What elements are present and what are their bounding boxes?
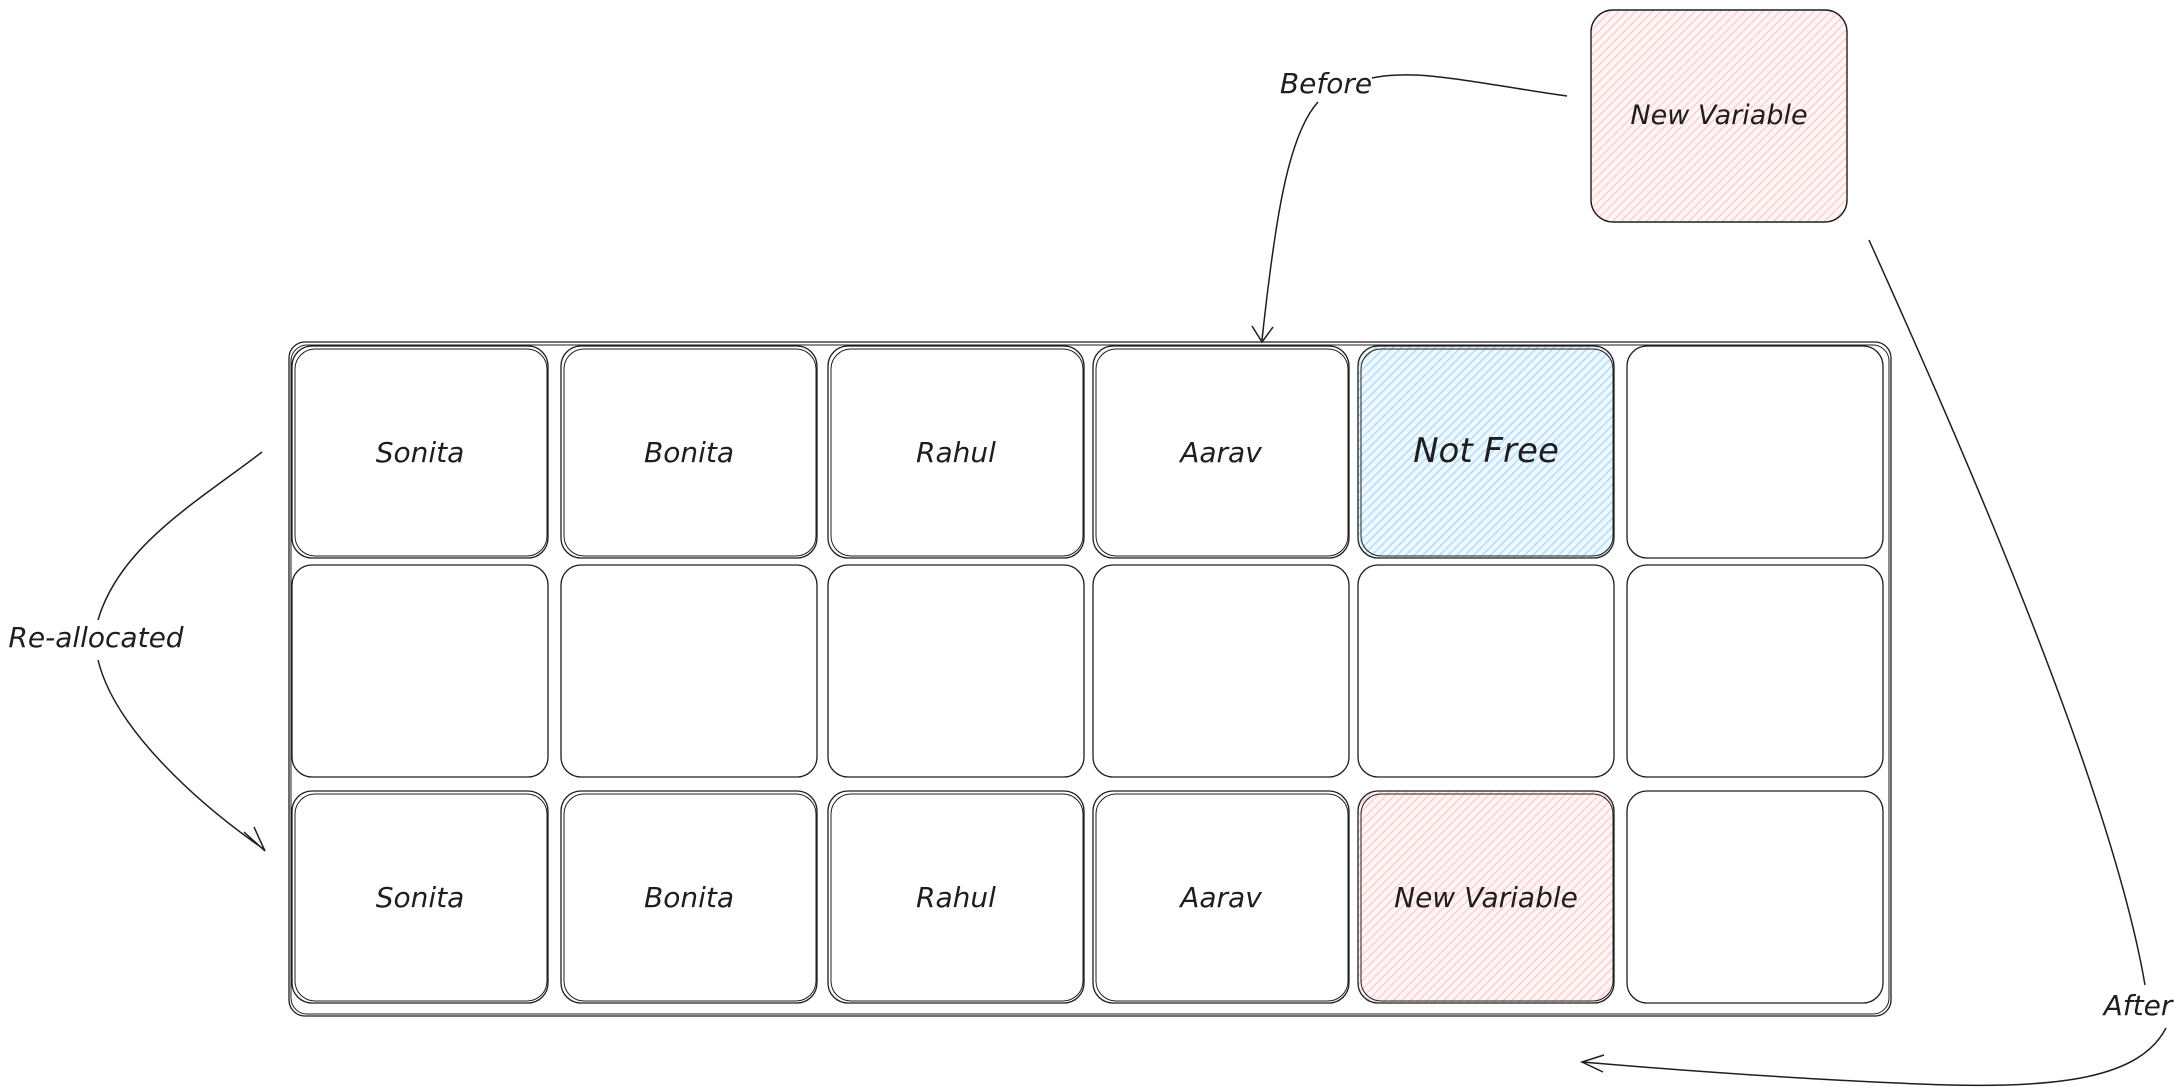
memory-cell-label: Bonita	[644, 436, 734, 469]
memory-cell-label: New Variable	[1394, 881, 1578, 914]
memory-cell: Aarav	[1092, 345, 1350, 559]
memory-cell	[1626, 345, 1884, 559]
before-arrow	[1261, 101, 1319, 341]
after-arrow	[1868, 239, 2146, 986]
memory-cell-label: Aarav	[1178, 436, 1262, 469]
memory-cell: Sonita	[291, 790, 549, 1004]
reallocated-annotation: Re-allocated	[8, 451, 266, 852]
memory-cell: Not Free	[1357, 345, 1615, 559]
memory-cell: Bonita	[560, 345, 818, 559]
reallocated-label: Re-allocated	[8, 621, 183, 654]
memory-cell-label: Aarav	[1178, 881, 1262, 914]
memory-cell-label: Rahul	[916, 436, 996, 469]
memory-cell-label: Rahul	[916, 881, 996, 914]
after-arrow-bottom	[1581, 1027, 2167, 1087]
memory-cell: Aarav	[1092, 790, 1350, 1004]
before-arrowhead	[1251, 325, 1274, 344]
memory-cell	[1357, 564, 1615, 778]
reallocated-arrow-bottom	[97, 659, 266, 851]
after-arrowhead	[1579, 1054, 1605, 1073]
memory-block	[288, 341, 1892, 1017]
memory-cell	[560, 564, 818, 778]
after-label: After	[2102, 989, 2174, 1022]
memory-cell: Sonita	[291, 345, 549, 559]
memory-cell	[827, 564, 1085, 778]
memory-cell-label: Not Free	[1413, 431, 1559, 471]
before-connector	[1371, 74, 1568, 97]
new-variable-box-label: New Variable	[1630, 100, 1807, 131]
memory-cell-label: Bonita	[644, 881, 734, 914]
memory-cell-label: Sonita	[376, 436, 465, 469]
memory-cell: Bonita	[560, 790, 818, 1004]
before-annotation: Before	[1251, 67, 1568, 344]
memory-cell-label: Sonita	[376, 881, 465, 914]
memory-cell	[1626, 564, 1884, 778]
memory-cell	[1626, 790, 1884, 1004]
memory-cell	[291, 564, 549, 778]
before-label: Before	[1280, 67, 1372, 100]
reallocated-arrowhead	[243, 826, 266, 852]
memory-cell: Rahul	[827, 790, 1085, 1004]
memory-cell	[1092, 564, 1350, 778]
reallocated-arrow-top	[97, 451, 263, 621]
after-annotation: After	[1579, 239, 2174, 1087]
memory-cell: New Variable	[1357, 790, 1615, 1004]
memory-cell: Rahul	[827, 345, 1085, 559]
new-variable-box: New Variable	[1590, 9, 1848, 223]
